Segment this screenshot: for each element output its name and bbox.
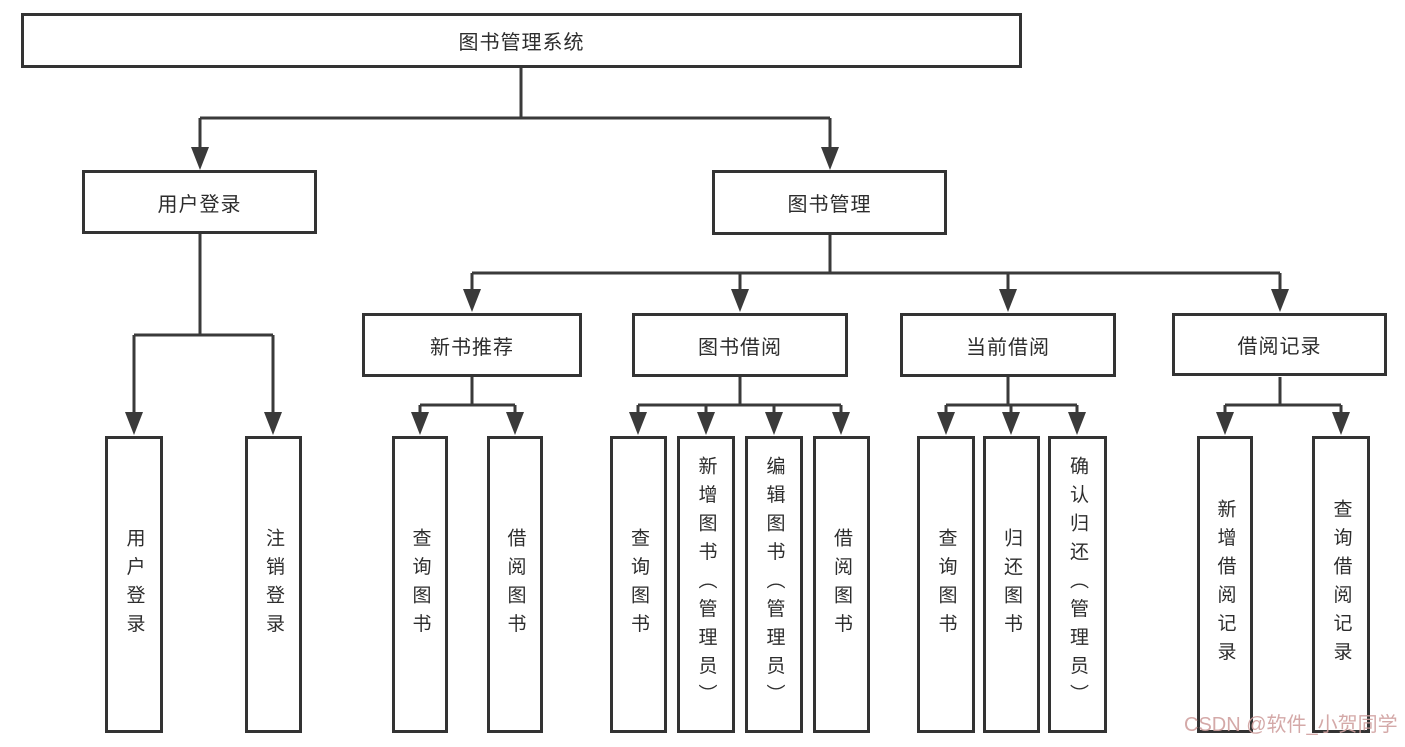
arrow-icon: [937, 412, 955, 435]
node-book-management: 图书管理: [712, 170, 947, 235]
node-label: 当前借阅: [966, 336, 1050, 359]
arrow-icon: [264, 412, 282, 435]
leaf-label: 新增图书（管理员）: [695, 456, 717, 713]
leaf-label: 确认归还（管理员）: [1067, 456, 1088, 713]
node-current-borrowing: 当前借阅: [900, 313, 1116, 377]
arrow-icon: [697, 412, 715, 435]
arrow-icon: [463, 289, 481, 312]
leaf-label: 编辑图书（管理员）: [763, 456, 785, 713]
leaf-label: 用户登录: [123, 527, 145, 642]
connector-records-split: [1223, 377, 1343, 414]
connector-borrow-split: [636, 377, 843, 414]
leaf-logout-login: 注销登录: [245, 436, 302, 733]
leaf-label: 查询图书: [628, 527, 649, 642]
arrow-icon: [999, 289, 1017, 312]
node-label: 图书管理: [787, 194, 872, 216]
connector-mgmt-split: [470, 235, 1282, 291]
node-label: 新书推荐: [430, 336, 514, 359]
arrow-icon: [731, 289, 749, 312]
leaf-newbook-query-books: 查询图书: [392, 436, 448, 733]
node-book-borrowing: 图书借阅: [632, 313, 848, 377]
leaf-query-borrow-record: 查询借阅记录: [1312, 436, 1370, 733]
leaf-newbook-borrow-books: 借阅图书: [487, 436, 543, 733]
node-new-book-recommendation: 新书推荐: [362, 313, 582, 377]
leaf-edit-book-admin: 编辑图书（管理员）: [745, 436, 803, 733]
leaf-label: 借阅图书: [504, 527, 526, 642]
arrow-icon: [832, 412, 850, 435]
leaf-label: 新增借阅记录: [1214, 499, 1236, 670]
leaf-label: 查询借阅记录: [1330, 499, 1352, 670]
leaf-add-book-admin: 新增图书（管理员）: [677, 436, 735, 733]
arrow-icon: [1216, 412, 1234, 435]
leaf-label: 查询图书: [935, 527, 957, 642]
arrow-icon: [125, 412, 143, 435]
connector-root-split: [198, 68, 832, 149]
arrow-icon: [1002, 412, 1020, 435]
node-label: 借阅记录: [1237, 336, 1322, 358]
arrow-icon: [191, 147, 209, 170]
arrow-icon: [821, 147, 839, 170]
leaf-label: 查询图书: [409, 527, 431, 642]
arrow-icon: [1271, 289, 1289, 312]
arrow-icon: [506, 412, 524, 435]
arrow-icon: [1332, 412, 1350, 435]
arrow-icon: [1068, 412, 1086, 435]
arrow-icon: [629, 412, 647, 435]
connector-current-split: [944, 377, 1079, 414]
node-user-login: 用户登录: [82, 170, 317, 234]
csdn-watermark: CSDN @软件_小贺同学: [1184, 714, 1398, 736]
leaf-current-query-books: 查询图书: [917, 436, 975, 733]
leaf-label: 归还图书: [1001, 527, 1022, 642]
node-root-system: 图书管理系统: [21, 13, 1022, 68]
leaf-label: 注销登录: [263, 527, 284, 642]
leaf-add-borrow-record: 新增借阅记录: [1197, 436, 1253, 733]
arrowheads: [125, 147, 1350, 435]
leaf-user-login: 用户登录: [105, 436, 163, 733]
node-borrowing-records: 借阅记录: [1172, 313, 1387, 376]
connector-login-split: [132, 234, 275, 414]
arrow-icon: [411, 412, 429, 435]
leaf-return-books: 归还图书: [983, 436, 1040, 733]
leaf-label: 借阅图书: [831, 527, 852, 642]
leaf-borrowing-borrow-books: 借阅图书: [813, 436, 870, 733]
arrow-icon: [765, 412, 783, 435]
node-label: 用户登录: [157, 193, 242, 216]
node-label: 图书管理系统: [458, 32, 585, 54]
connector-newbook-split: [418, 377, 517, 414]
node-label: 图书借阅: [698, 336, 782, 359]
leaf-borrowing-query-books: 查询图书: [610, 436, 667, 733]
leaf-confirm-return-admin: 确认归还（管理员）: [1048, 436, 1107, 733]
